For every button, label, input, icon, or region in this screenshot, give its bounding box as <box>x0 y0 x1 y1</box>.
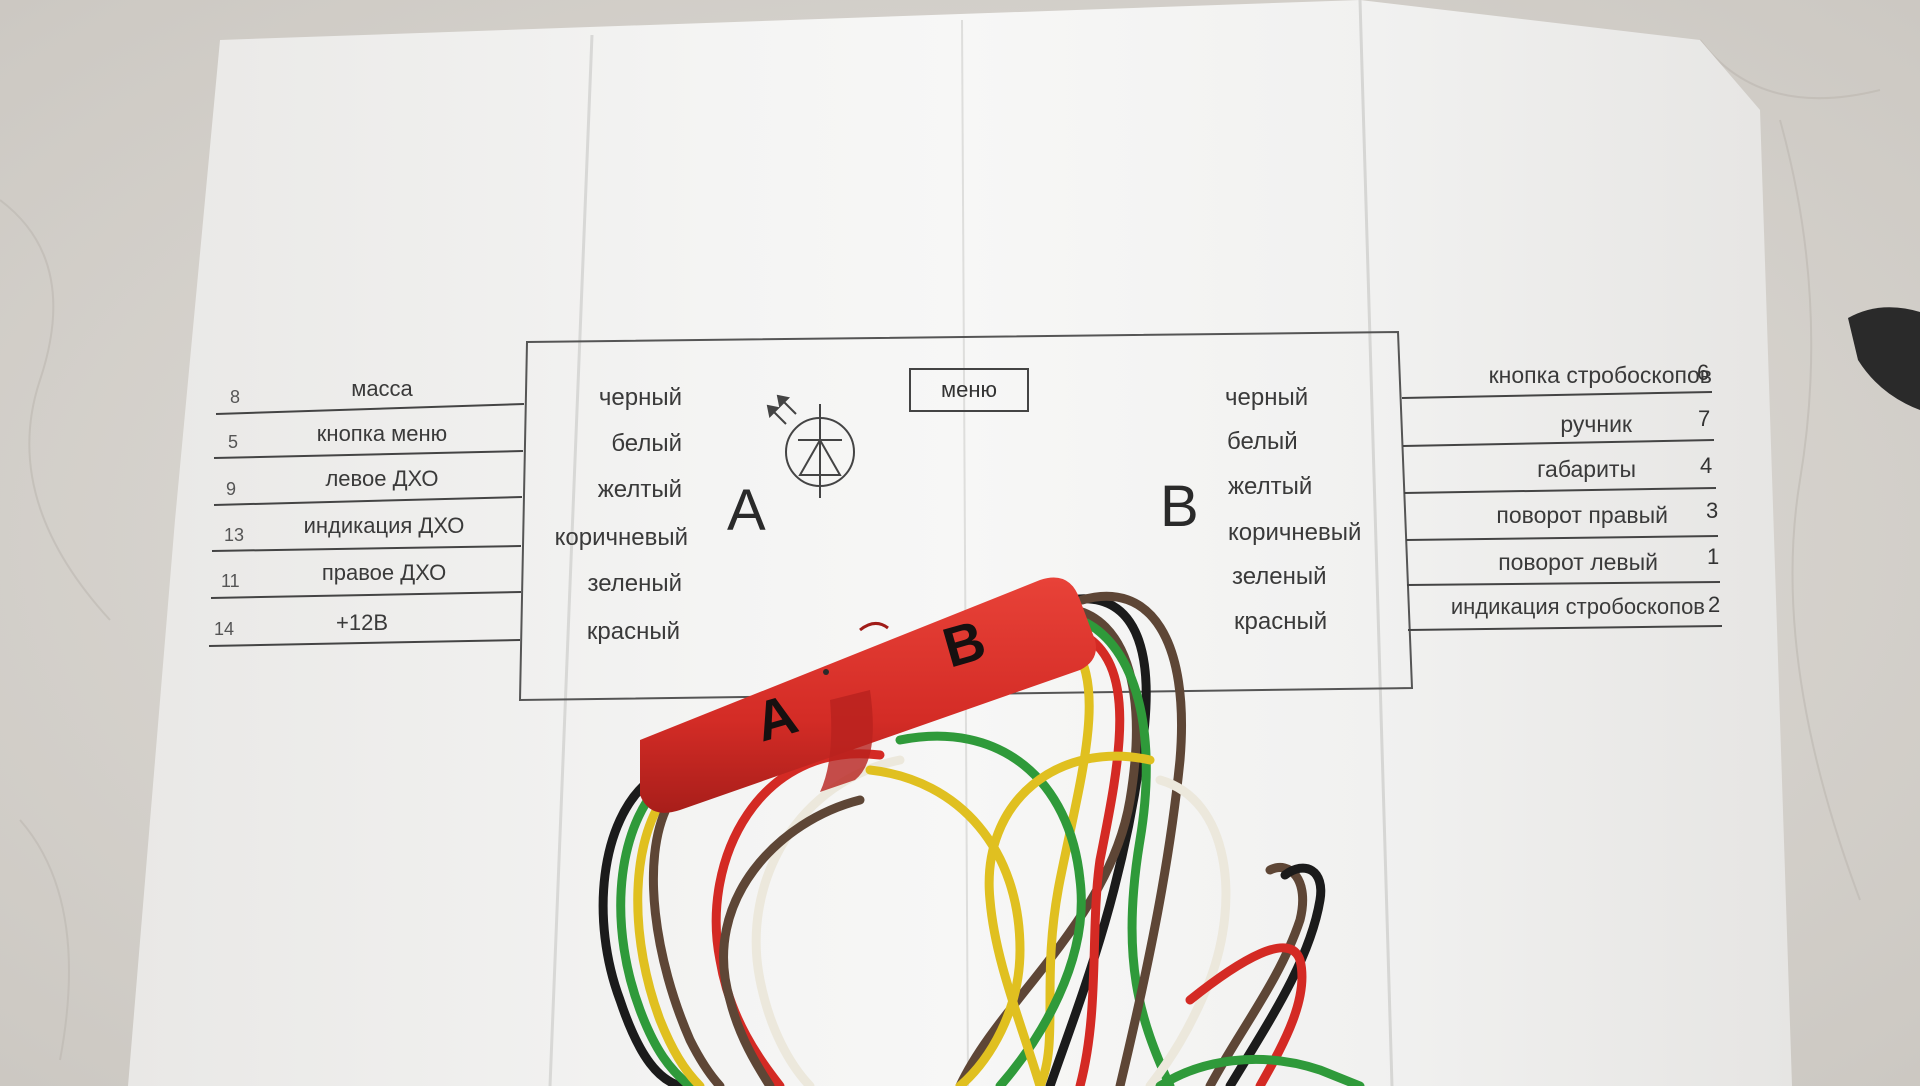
connector-a-wire-color: желтый <box>597 476 682 503</box>
right-pin-number: 7 <box>1698 406 1711 431</box>
connector-a-wire-color: красный <box>586 618 680 645</box>
paper-sheet <box>128 0 1792 1086</box>
left-pin-number: 9 <box>226 479 237 499</box>
left-wire-name: правое ДХО <box>321 560 447 585</box>
paper-fold <box>548 34 594 1086</box>
right-wire-lines <box>1401 391 1723 631</box>
right-pin-number: 2 <box>1708 592 1721 617</box>
connector-b-wire-color: черный <box>1225 384 1309 411</box>
connector-b-letter: B <box>1160 474 1199 539</box>
connector-b-wire-color: зеленый <box>1232 563 1327 590</box>
connector-a-letter: A <box>727 478 766 543</box>
right-wire-name: габариты <box>1537 456 1636 482</box>
left-wire-name: индикация ДХО <box>303 513 465 538</box>
connector-a-wire-color: зеленый <box>587 570 682 597</box>
left-pin-number: 14 <box>214 619 235 639</box>
connector-a-wire-color: черный <box>598 384 682 411</box>
module-outline-box <box>518 330 1414 702</box>
left-wire-lines <box>208 403 525 647</box>
right-wire-name: поворот правый <box>1496 502 1668 528</box>
left-wire-name: левое ДХО <box>325 466 439 491</box>
left-wire-name: +12В <box>336 610 388 635</box>
left-pin-number: 8 <box>230 387 241 407</box>
paper-fold <box>1358 0 1394 1086</box>
marble-veins <box>0 39 1881 1061</box>
wire-bundle <box>598 591 1365 1086</box>
right-pin-number: 3 <box>1706 498 1719 523</box>
red-module <box>640 577 1096 813</box>
menu-label-box: меню <box>909 368 1029 412</box>
right-wire-name: поворот левый <box>1498 549 1658 575</box>
connector-b-wire-color: красный <box>1234 608 1328 635</box>
left-pin-number: 11 <box>221 571 240 591</box>
dark-object <box>1848 307 1920 410</box>
left-pin-number: 13 <box>224 525 245 545</box>
right-wire-name: ручник <box>1560 411 1632 437</box>
connector-b-wire-color: белый <box>1227 428 1298 455</box>
photodiode-icon <box>766 394 855 498</box>
connector-b-wire-color: коричневый <box>1228 519 1362 546</box>
right-wire-name: кнопка стробоскопов <box>1488 362 1712 388</box>
right-pin-number: 1 <box>1707 544 1720 569</box>
left-wire-name: масса <box>351 376 413 401</box>
right-wire-name: индикация стробоскопов <box>1450 594 1705 619</box>
right-pin-number: 6 <box>1697 360 1710 385</box>
left-pin-number: 5 <box>228 432 239 452</box>
connector-a-wire-color: белый <box>611 430 682 457</box>
connector-a-wire-color: коричневый <box>554 524 688 551</box>
right-pin-number: 4 <box>1700 453 1713 478</box>
paper-fold <box>961 19 969 1086</box>
menu-label: меню <box>940 377 997 402</box>
left-wire-name: кнопка меню <box>316 421 448 446</box>
connector-b-wire-color: желтый <box>1228 473 1313 500</box>
